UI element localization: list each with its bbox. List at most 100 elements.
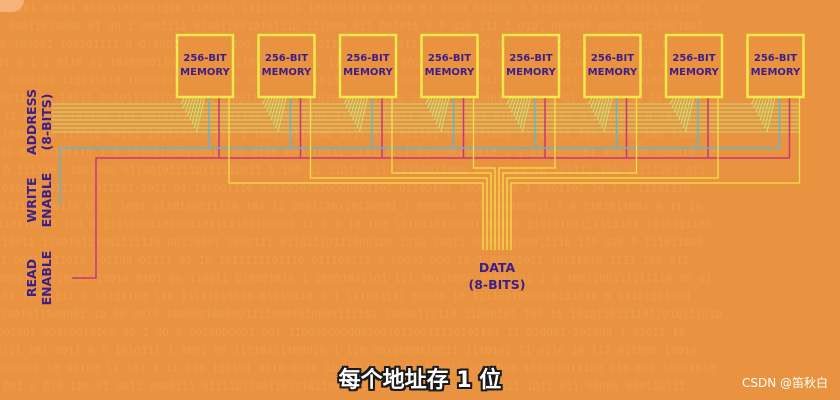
memory-box [338, 33, 398, 99]
data-wire [472, 97, 496, 250]
binary-texture-row: 0111 101 0011 0 0 1010111 1 1001 00 1101… [0, 344, 697, 357]
address-fan-wire [266, 96, 273, 113]
memory-label-line1: 256-BIT [591, 53, 634, 64]
address-fan-wire [191, 96, 200, 125]
memory-label-line1: 256-BIT [265, 53, 308, 64]
binary-texture-row: 1 00011010000 01 00 1 0001110 0100110010… [0, 20, 704, 33]
address-label-line2: (8-BITS) [39, 93, 54, 150]
memory-label-line2: MEMORY [180, 67, 230, 78]
data-label-line2: (8-BITS) [468, 277, 525, 292]
memory-label-line1: 256-BIT [672, 53, 715, 64]
address-fan-wire [599, 96, 607, 125]
memory-box [501, 33, 561, 99]
address-fan-wire [273, 96, 281, 125]
address-fan-wire [277, 96, 287, 133]
address-fan-wire [757, 96, 765, 117]
binary-texture-row: 0111 0100110 0 01 1001 0110100011110 101… [0, 200, 702, 213]
data-wire [391, 97, 492, 250]
write-enable-bus [59, 147, 780, 205]
memory-label-line2: MEMORY [588, 67, 638, 78]
address-fan-wire [671, 96, 678, 109]
address-fan-wire [517, 96, 526, 125]
data-wire [506, 97, 719, 250]
memory-label-line1: 256-BIT [754, 53, 797, 64]
address-fan-wire [195, 96, 206, 133]
address-fan-wire [354, 96, 363, 125]
binary-texture-row: 1001001 00100010100 00 1 00 0 0010000001… [0, 326, 685, 339]
address-label-line1: ADDRESS [24, 89, 39, 155]
address-fan-wire [187, 96, 194, 117]
address-fan-wire [759, 96, 768, 121]
memory-box [420, 33, 479, 99]
address-fan-wire [513, 96, 520, 117]
address-fan-wire [431, 96, 439, 117]
binary-texture-row: 1 001 0 010 110 01 0011 0000111 01111011… [0, 380, 685, 393]
address-fan-wire [601, 96, 610, 129]
address-fan-wire [673, 96, 681, 113]
address-fan-wire [270, 96, 279, 121]
wiring [52, 96, 801, 279]
corner-badge [0, 0, 24, 12]
address-fan-wire [766, 96, 776, 133]
memory-label-line2: MEMORY [262, 67, 312, 78]
binary-texture-row: 000001 10 10100 11 101 1 11 010 111101 0… [0, 362, 715, 375]
address-fan-wire [189, 96, 197, 121]
address-fan-wire [684, 96, 695, 133]
memory-box [583, 33, 642, 99]
binary-texture-row: 1 00010111010 001100 01111 01 10 1011111… [0, 254, 689, 267]
address-fan-wire [764, 96, 773, 129]
binary-texture-row: 1 0 1111101 1001000 01100101111011111001… [0, 164, 705, 177]
address-fan-wire [184, 96, 192, 113]
write-enable-label-line2: ENABLE [39, 173, 54, 228]
address-fan-wire [590, 96, 596, 109]
address-fan-wire [753, 96, 759, 109]
address-fan-wire [594, 96, 602, 117]
address-fan-wire [438, 96, 447, 129]
address-label: ADDRESS (8-BITS) [24, 89, 54, 155]
data-wire [510, 97, 801, 250]
subtitle-caption: 每个地址存 1 位 [338, 368, 502, 393]
address-fan-wire [755, 96, 762, 113]
memory-label-line2: MEMORY [425, 67, 475, 78]
read-enable-label: READ ENABLE [24, 251, 54, 306]
memory-box [664, 33, 724, 99]
address-fan-wire [193, 96, 203, 129]
data-label: DATA (8-BITS) [468, 260, 525, 292]
address-fan-wire [182, 96, 189, 109]
address-fan-wire [429, 96, 436, 113]
memory-label-line1: 256-BIT [346, 53, 389, 64]
memory-label-line1: 256-BIT [428, 53, 471, 64]
binary-texture-row: 1001011000001 10 00 0010 100000100000111… [0, 308, 722, 321]
address-fan-wire [350, 96, 357, 117]
address-fan-wire [510, 96, 518, 113]
data-wire [309, 97, 488, 250]
memory-module: 256-BIT MEMORY [420, 33, 479, 99]
read-enable-label-line1: READ [24, 259, 39, 297]
memory-label-line2: MEMORY [506, 67, 556, 78]
address-fan-wire [358, 96, 369, 133]
write-enable-label: WRITE ENABLE [24, 173, 54, 228]
address-fan-wire [345, 96, 352, 109]
address-fan-wire [275, 96, 284, 129]
binary-texture-row: 01 01110101110 1 0 10100100011001 100 01… [0, 146, 715, 159]
watermark: CSDN @笛秋白 [741, 376, 828, 390]
memory-label-line1: 256-BIT [183, 53, 226, 64]
binary-texture-row: 110100110 111110 00101 101110110 111 1 1… [0, 128, 717, 141]
binary-texture-row: 1 00101 00001 101001000001100 1100001 11… [0, 2, 699, 15]
memory-modules: 256-BIT MEMORY 256-BIT MEMORY 256-BIT MEMORY 2… [175, 33, 805, 99]
address-fan-wire [508, 96, 515, 109]
memory-box [257, 33, 316, 99]
address-fan-wire [592, 96, 599, 113]
address-fan-wire [356, 96, 366, 129]
address-fan-wire [440, 96, 450, 133]
data-wire [228, 97, 484, 250]
binary-texture-row: 0110110000 100 0 11011001100001101111100… [0, 218, 712, 231]
data-label-line1: DATA [479, 260, 516, 275]
write-enable-label-line1: WRITE [24, 177, 39, 222]
address-fan-wire [603, 96, 613, 133]
